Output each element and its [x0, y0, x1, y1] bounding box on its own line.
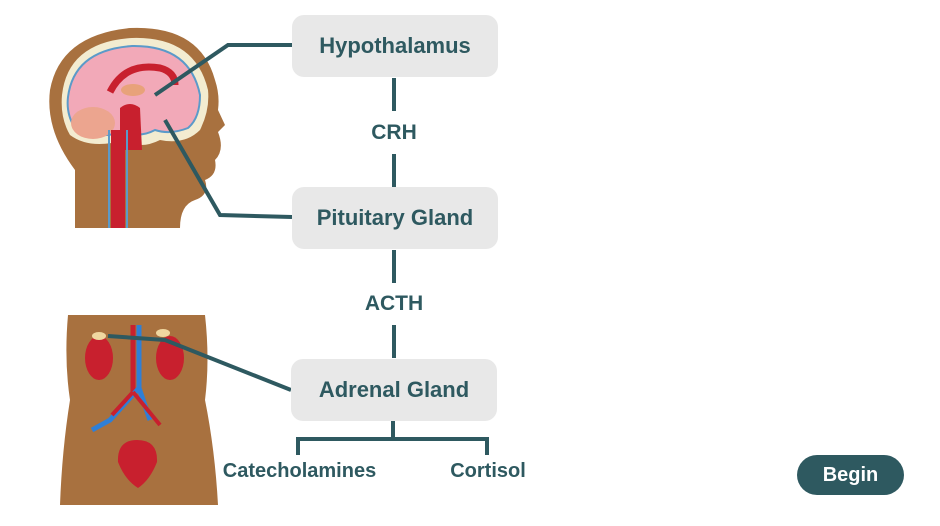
cortisol-label: Cortisol [450, 460, 526, 482]
adrenal-label: Adrenal Gland [318, 377, 470, 402]
catecholamines-label: Catecholamines [222, 460, 377, 482]
connector-line [392, 250, 396, 283]
begin-button[interactable]: Begin [797, 455, 904, 495]
head-illustration [49, 27, 226, 228]
hypothalamus-label: Hypothalamus [319, 33, 471, 58]
adrenal-node: Adrenal Gland [291, 359, 497, 421]
torso-illustration [60, 315, 218, 505]
connector-line [392, 325, 396, 358]
connector-line [392, 154, 396, 187]
pituitary-node: Pituitary Gland [292, 187, 498, 249]
crh-label: CRH [371, 121, 417, 144]
hypothalamus-node: Hypothalamus [292, 15, 498, 77]
connector-line [392, 78, 396, 111]
connectors [107, 43, 489, 455]
pituitary-label: Pituitary Gland [316, 205, 474, 230]
acth-label: ACTH [364, 292, 424, 315]
